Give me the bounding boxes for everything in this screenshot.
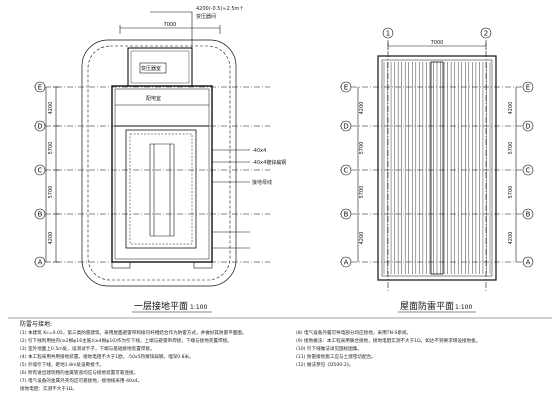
notes-right-4: (11) 防雷接地施工应与土建密切配合。 <box>296 353 376 360</box>
right-axis-col-2: 2 <box>484 30 488 38</box>
left-axis-a: A <box>38 259 43 267</box>
right-axis-c-right: C <box>526 167 531 175</box>
left-dim-3: 5700 <box>48 186 54 199</box>
left-annotation-mid-2: -40x4镀锌扁钢 <box>252 159 286 166</box>
right-plan <box>340 40 530 292</box>
right-axis-d-left: D <box>343 123 348 131</box>
left-axis-b: B <box>38 211 43 219</box>
left-top-dim: 7000 <box>164 22 177 28</box>
right-top-dim: 7000 <box>431 40 444 46</box>
left-axis-c: C <box>38 167 43 175</box>
left-room-label-2: 变压器室 <box>141 65 161 72</box>
right-axis-bubbles: 1 2 E D C B A E D C B A <box>340 27 534 268</box>
right-dim-4: 4200 <box>359 232 365 245</box>
right-dim-r4: 4200 <box>508 232 514 245</box>
right-dim-r2: 5700 <box>508 142 514 155</box>
notes-left-2: (2) 引下线利用柱内(≥2根φ16主筋)(≥4根φ10)作为引下线，上端与避雷… <box>20 337 232 344</box>
right-axis-e-left: E <box>344 84 348 92</box>
notes-left-4: (4) 本工程采用共用接地装置，接地电阻不大于1欧，-50x5热镀锌扁钢，埋深0… <box>20 353 194 360</box>
notes-right-3: (10) 引下线做法详见国标图集。 <box>296 345 362 352</box>
left-room-label-1: 配电室 <box>146 95 161 102</box>
left-dim-2: 5700 <box>48 142 54 155</box>
notes-right-1: (8) 电气设备外露可导电部分均应接地，采用TN-S系统。 <box>296 329 411 336</box>
left-axis-e: E <box>38 84 42 92</box>
left-plan-scale: 1:100 <box>190 304 207 311</box>
left-annotation-mid-3: 接地母线 <box>252 179 272 186</box>
right-axis-b-left: B <box>344 211 349 219</box>
left-axis-d: D <box>37 123 42 131</box>
notes-block: 防雷与接地: (1) 本建筑 Kc=0.05，第三类防雷建筑，采用屋面避雷带和接… <box>8 317 552 392</box>
notes-left-3: (3) 室外地面上0.5m处，设测试卡子，下端与基础接地装置焊接。 <box>20 345 155 352</box>
right-axis-a-left: A <box>344 259 349 267</box>
left-dim-4: 4200 <box>48 232 54 245</box>
roof-lightning-strip-pattern <box>383 61 491 275</box>
right-dim-3: 5700 <box>359 186 365 199</box>
left-annotation-top-2: 变压器间 <box>196 13 216 20</box>
notes-left-1: (1) 本建筑 Kc=0.05，第三类防雷建筑，采用屋面避雷带和接闪杆相结合作为… <box>20 329 247 336</box>
left-annotation-top-1: 4200(-0.5)≈2.5m↑ <box>196 6 244 12</box>
right-axis-c-left: C <box>344 167 349 175</box>
left-annotation-mid-1: -40x4 <box>252 148 266 154</box>
notes-heading: 防雷与接地: <box>20 320 52 328</box>
left-plan-title: 一层接地平面 <box>134 300 188 312</box>
notes-left-8: 接地电阻：实测不大于1Ω。 <box>20 385 77 392</box>
right-plan-scale: 1:100 <box>455 304 472 311</box>
notes-left-7: (7) 电气设备的金属外壳均应可靠接地，接地线采用-40x4。 <box>20 377 142 384</box>
notes-left-6: (6) 所有进出建筑物的金属管道均应与接地装置可靠连接。 <box>20 369 138 376</box>
roof-ridge-strip <box>430 61 444 275</box>
right-dim-r1: 4200 <box>508 102 514 115</box>
right-axis-b-right: B <box>526 211 531 219</box>
left-dim-1: 4200 <box>48 102 54 115</box>
left-plan <box>34 11 270 287</box>
right-dim-2: 5700 <box>359 142 365 155</box>
right-axis-a-right: A <box>526 259 531 267</box>
left-axis-bubbles: E D C B A <box>34 81 46 268</box>
notes-left-5: (5) 外墙引下线，距地1.8m处设断接卡。 <box>20 361 104 368</box>
right-axis-d-right: D <box>525 123 530 131</box>
notes-right-2: (9) 接地做法：本工程采用联合接地，接地电阻实测不大于1Ω，如达不到要求增设接… <box>296 337 480 344</box>
right-axis-e-right: E <box>526 84 530 92</box>
notes-right-5: (12) 做法参见《D500-2》。 <box>296 361 354 368</box>
right-plan-title: 屋面防雷平面 <box>400 300 454 312</box>
right-dim-1: 4200 <box>359 102 365 115</box>
right-axis-col-1: 1 <box>386 30 390 38</box>
right-dim-r3: 5700 <box>508 186 514 199</box>
